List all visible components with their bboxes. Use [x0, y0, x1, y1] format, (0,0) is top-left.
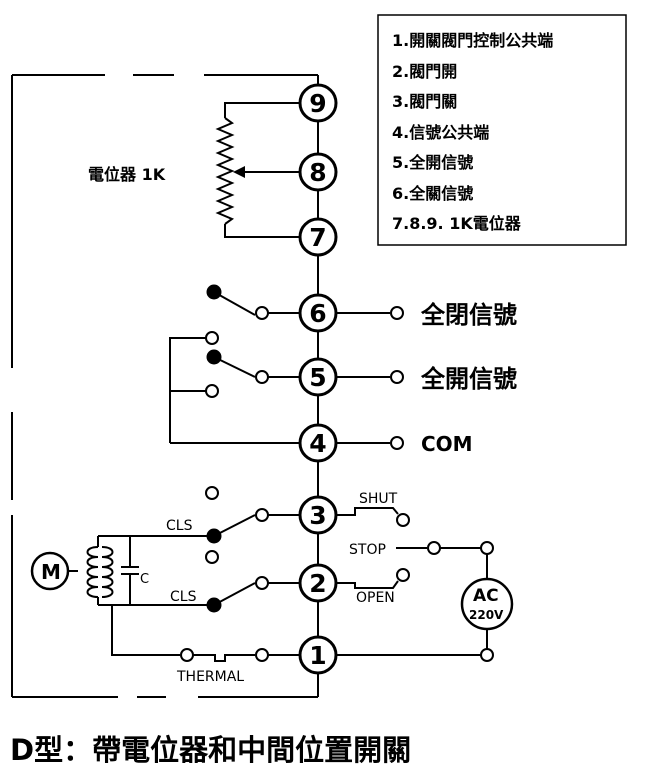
- open-label: OPEN: [356, 590, 395, 606]
- terminal-4: 4: [298, 423, 338, 463]
- legend-item-2: 2.閥門開: [392, 62, 457, 81]
- cls-lower-label: CLS: [170, 589, 197, 605]
- terminal-7-number: 7: [309, 223, 326, 252]
- switch-6: [206, 284, 300, 320]
- terminal-5-number: 5: [309, 363, 326, 392]
- legend-item-7: 7.8.9. 1K電位器: [392, 214, 522, 233]
- terminals: 9 8 7 6 5 4 3 2 1: [298, 83, 338, 675]
- signal-6-label: 全閉信號: [420, 301, 517, 329]
- legend-item-6: 6.全關信號: [392, 184, 473, 203]
- terminal-3: 3: [298, 495, 338, 535]
- motor-label: M: [41, 560, 61, 584]
- terminal-7: 7: [298, 217, 338, 257]
- motor-icon: [30, 551, 70, 591]
- terminal-6-number: 6: [309, 299, 326, 328]
- terminal-8: 8: [298, 152, 338, 192]
- legend-item-4: 4.信號公共端: [392, 123, 489, 142]
- ac-label: AC: [473, 586, 499, 606]
- terminal-8-number: 8: [309, 158, 326, 187]
- thermal-switch: [180, 648, 300, 662]
- thermal-label: THERMAL: [176, 669, 244, 685]
- terminal-9-number: 9: [309, 89, 326, 118]
- diagram-caption: D型：帶電位器和中間位置開關: [10, 733, 411, 767]
- legend-item-3: 3.閥門關: [392, 92, 457, 111]
- potentiometer-label: 電位器 1K: [88, 165, 166, 184]
- legend-item-1: 1.開關閥門控制公共端: [392, 31, 553, 50]
- terminal-2: 2: [298, 563, 338, 603]
- stop-label: STOP: [349, 542, 386, 558]
- potentiometer: [215, 102, 318, 238]
- legend-box: 1.開關閥門控制公共端 2.閥門開 3.閥門關 4.信號公共端 5.全開信號 6…: [377, 14, 627, 246]
- switch-5: [169, 331, 300, 444]
- terminal-2-number: 2: [309, 569, 326, 598]
- enclosure-dashed-border: [11, 74, 318, 698]
- signal-5-label: 全開信號: [420, 365, 517, 393]
- com-label: COM: [421, 432, 473, 456]
- terminal-5: 5: [298, 357, 338, 397]
- capacitor-label: C: [140, 572, 149, 587]
- wiper-arrow-icon: [233, 166, 245, 178]
- terminal-1: 1: [298, 635, 338, 675]
- terminal-3-number: 3: [309, 501, 326, 530]
- legend-item-5: 5.全開信號: [392, 153, 473, 172]
- switch-2: [206, 576, 300, 613]
- terminal-4-number: 4: [309, 429, 326, 458]
- terminal-9: 9: [298, 83, 338, 123]
- motor-circuit: [66, 535, 214, 656]
- terminal-1-number: 1: [309, 641, 326, 670]
- cls-upper-label: CLS: [166, 518, 193, 534]
- ac-voltage-label: 220V: [469, 608, 504, 622]
- switch-3: [205, 486, 300, 564]
- output-wires: [336, 306, 514, 662]
- terminal-6: 6: [298, 293, 338, 333]
- shut-label: SHUT: [359, 491, 398, 507]
